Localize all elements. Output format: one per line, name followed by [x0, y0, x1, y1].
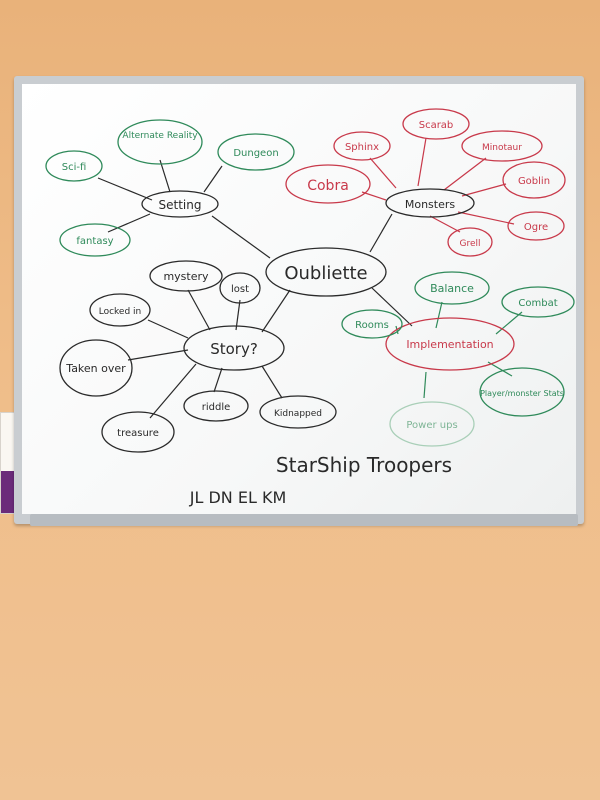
node-balance-bubble: [414, 271, 490, 305]
node-dungeon-bubble: [217, 133, 295, 171]
node-stats-bubble: [479, 367, 565, 417]
footer-title: StarShip Troopers: [276, 453, 452, 477]
node-implementation-bubble: [385, 317, 515, 371]
node-goblin-bubble: [502, 161, 566, 199]
monster-node-scarab: Scarab: [419, 120, 454, 131]
story-node-riddle: riddle: [202, 402, 231, 413]
monster-node-grell: Grell: [459, 239, 480, 249]
story-node-taken-over: Taken over: [65, 362, 126, 375]
monster-node-sphinx: Sphinx: [345, 142, 379, 153]
hub-story: Story?: [210, 340, 258, 358]
node-treasure-bubble: [101, 411, 175, 453]
node-rooms-bubble: [341, 309, 403, 339]
node-cobra-bubble: [285, 164, 371, 204]
node-combat-bubble: [501, 286, 575, 318]
whiteboard: [22, 84, 576, 514]
node-riddle-bubble: [183, 390, 249, 422]
node-locked-in-bubble: [89, 293, 151, 327]
node-setting-bubble: [141, 190, 219, 218]
node-scarab-bubble: [402, 108, 470, 140]
monster-node-cobra: Cobra: [307, 178, 349, 194]
node-grell-bubble: [447, 227, 493, 257]
marker-tray: [30, 514, 578, 526]
story-node-lost: lost: [231, 284, 249, 295]
node-alternate-reality-bubble: [117, 119, 203, 165]
node-oubliette-bubble: [265, 247, 387, 297]
story-node-kidnapped: Kidnapped: [274, 409, 322, 419]
monster-node-ogre: Ogre: [524, 222, 548, 233]
node-lost-bubble: [219, 272, 261, 304]
setting-node-alternate: Alternate Reality: [122, 131, 198, 141]
node-fantasy-bubble: [59, 223, 131, 257]
impl-node-combat: Combat: [518, 298, 557, 309]
connector-lines-red: [361, 137, 515, 233]
hub-implementation: Implementation: [406, 338, 493, 351]
alternate-line: Alternate Reality: [122, 131, 198, 141]
node-minotaur-bubble: [461, 130, 543, 162]
central-topic: Oubliette: [284, 263, 367, 284]
impl-node-powerups: Power ups: [406, 420, 457, 431]
node-scifi-bubble: [45, 150, 103, 182]
story-node-locked-in: Locked in: [99, 307, 142, 317]
node-monsters-bubble: [385, 188, 475, 218]
team-initials: JL DN EL KM: [189, 488, 287, 507]
connector-lines-green: [395, 301, 523, 399]
node-kidnapped-bubble: [259, 395, 337, 429]
monster-node-minotaur: Minotaur: [482, 143, 522, 153]
impl-node-stats: Player/monster Stats: [480, 389, 564, 398]
node-taken-over-bubble: [59, 339, 133, 397]
story-node-mystery: mystery: [163, 270, 209, 283]
node-mystery-bubble: [149, 260, 223, 292]
setting-node-fantasy: fantasy: [76, 236, 113, 247]
node-ogre-bubble: [507, 211, 565, 241]
node-sphinx-bubble: [333, 131, 391, 161]
node-powerups-bubble: [389, 401, 475, 447]
node-story-bubble: [183, 325, 285, 371]
setting-node-scifi: Sci-fi: [62, 162, 87, 173]
connector-lines-black: [97, 159, 413, 419]
impl-node-rooms: Rooms: [355, 320, 389, 331]
monster-node-goblin: Goblin: [518, 176, 550, 187]
impl-node-balance: Balance: [430, 282, 474, 295]
hub-setting: Setting: [159, 198, 202, 212]
hub-monsters: Monsters: [405, 198, 456, 211]
story-node-treasure: treasure: [117, 428, 159, 439]
setting-node-dungeon: Dungeon: [233, 148, 278, 159]
